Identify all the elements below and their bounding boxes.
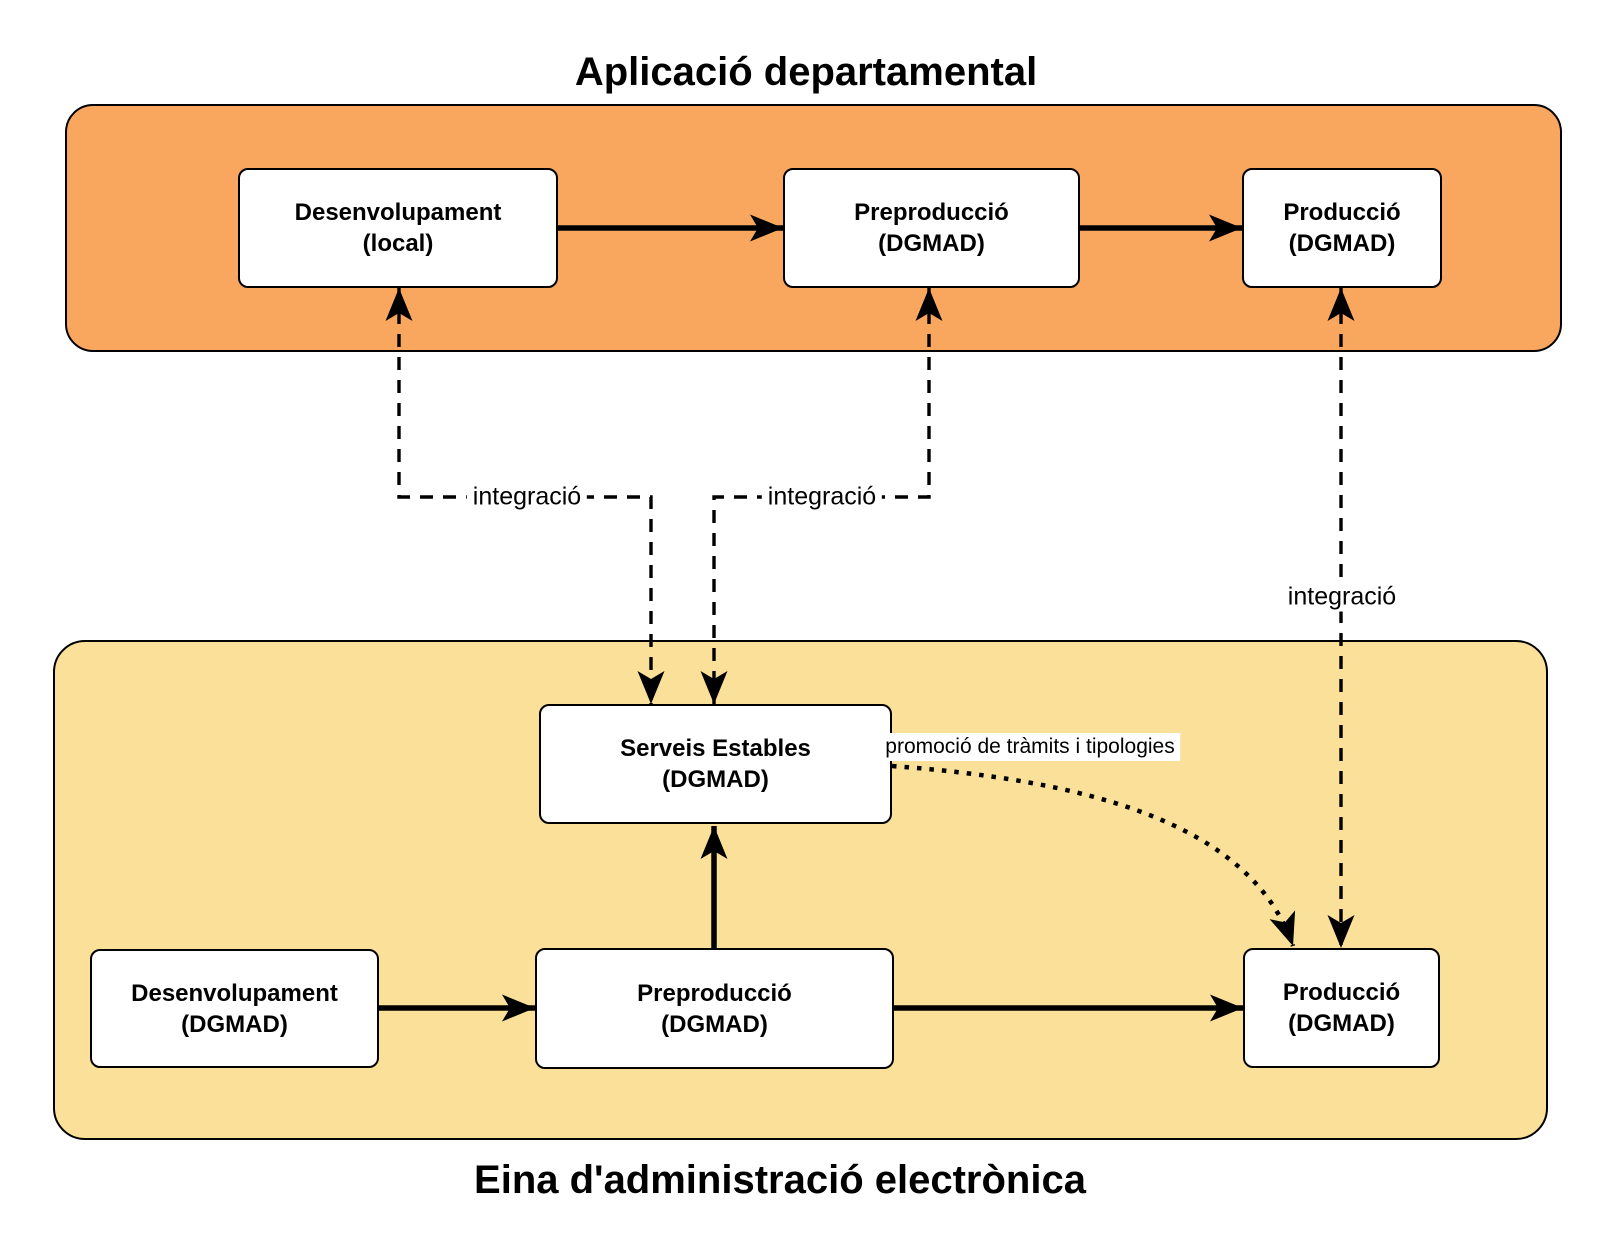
node-sublabel: (DGMAD) bbox=[662, 766, 769, 793]
node-preproduccio-top: Preproducció (DGMAD) bbox=[783, 168, 1080, 288]
node-sublabel: (DGMAD) bbox=[1288, 1010, 1395, 1037]
node-sublabel: (DGMAD) bbox=[181, 1010, 288, 1038]
node-sublabel: (DGMAD) bbox=[661, 1010, 768, 1038]
node-serveis-estables: Serveis Estables (DGMAD) bbox=[539, 704, 892, 824]
node-label: Preproducció bbox=[854, 199, 1009, 226]
edge-label-integracio-right: integració bbox=[1281, 582, 1403, 612]
dashed-integracio-prepro-serveis bbox=[700, 288, 943, 704]
node-sublabel: (DGMAD) bbox=[1288, 230, 1396, 257]
node-label: Preproducció bbox=[637, 979, 792, 1007]
node-desenvolupament-local: Desenvolupament (local) bbox=[238, 168, 558, 288]
title-eina-administracio: Eina d'administració electrònica bbox=[474, 1158, 1086, 1202]
edge-label-integracio-left: integració bbox=[466, 482, 588, 512]
node-preproduccio-bottom: Preproducció (DGMAD) bbox=[535, 948, 894, 1069]
node-label: Producció bbox=[1283, 199, 1401, 226]
node-produccio-bottom: Producció (DGMAD) bbox=[1243, 948, 1440, 1068]
node-sublabel: (local) bbox=[362, 230, 434, 257]
node-label: Desenvolupament bbox=[294, 199, 502, 226]
edge-label-promocio: promoció de tràmits i tipologies bbox=[879, 733, 1181, 761]
node-desenvolupament-dgmad: Desenvolupament (DGMAD) bbox=[90, 949, 379, 1068]
dotted-promocio-serveis-to-prod bbox=[891, 763, 1296, 947]
edge-label-integracio-middle: integració bbox=[761, 482, 883, 512]
node-label: Producció bbox=[1282, 979, 1401, 1006]
node-produccio-top: Producció (DGMAD) bbox=[1242, 168, 1442, 288]
node-label: Desenvolupament bbox=[131, 979, 338, 1007]
node-sublabel: (DGMAD) bbox=[878, 230, 985, 257]
title-aplicacio-departamental: Aplicació departamental bbox=[574, 50, 1038, 94]
node-label: Serveis Estables bbox=[620, 735, 811, 762]
